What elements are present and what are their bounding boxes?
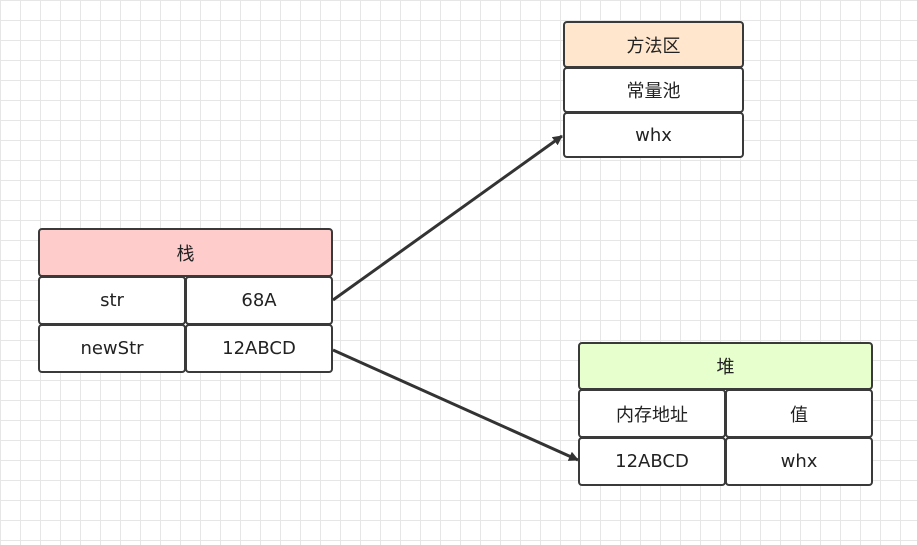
arrow-newstr-to-heap [332,348,579,462]
heap-header-address: 内存地址 [578,389,726,438]
heap-row-address: 12ABCD [578,437,726,486]
heap-header-value: 值 [725,389,873,438]
method-area-row-whx: whx [563,112,744,158]
stack-row-newstr-name: newStr [38,324,186,373]
method-area-row-constant-pool: 常量池 [563,67,744,113]
heap-row-value: whx [725,437,873,486]
stack-title: 栈 [38,228,333,277]
method-area-title: 方法区 [563,21,744,68]
stack-row-str-value: 68A [185,276,333,325]
stack-row-str-name: str [38,276,186,325]
arrow-str-to-method-area [332,134,563,302]
stack-row-newstr-value: 12ABCD [185,324,333,373]
heap-title: 堆 [578,342,873,390]
